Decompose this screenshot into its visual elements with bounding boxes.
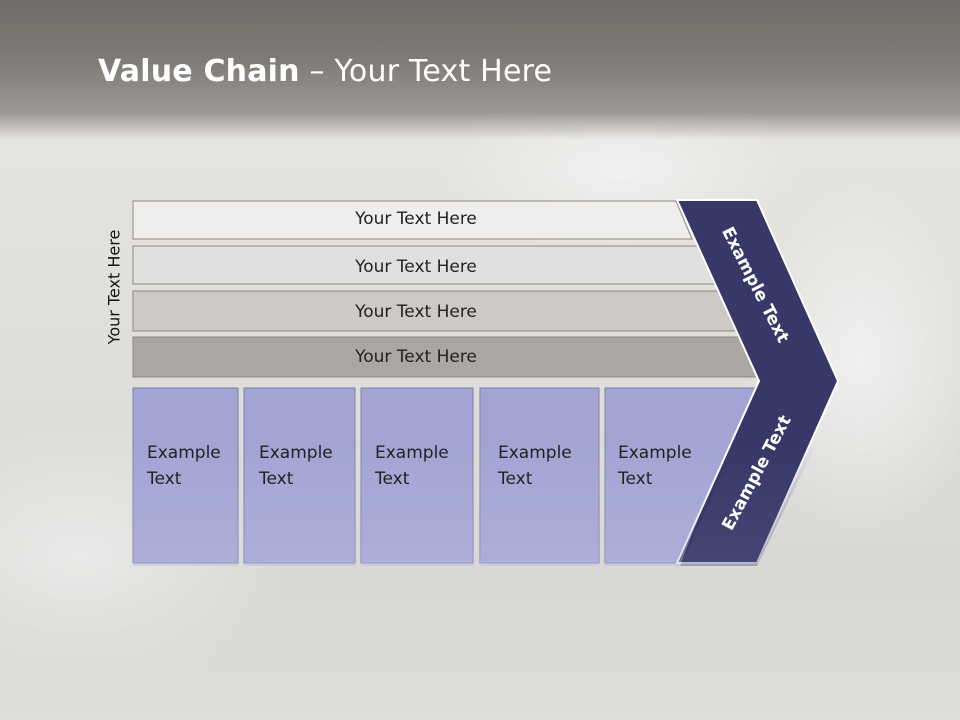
title-rest: – Your Text Here xyxy=(299,54,553,89)
reflection-column-4 xyxy=(480,436,599,566)
floor-reflection xyxy=(133,436,820,566)
reflection-column-3 xyxy=(361,436,473,566)
reflection-column-5 xyxy=(605,436,730,566)
column-5-line2: Text xyxy=(618,469,653,489)
slide-title: Value Chain – Your Text Here xyxy=(98,54,552,89)
bar-1-label: Your Text Here xyxy=(355,209,477,229)
column-1-line1: Example xyxy=(147,443,221,463)
reflection-chevron xyxy=(680,436,820,566)
reflection-column-2 xyxy=(244,436,355,566)
bar-2-label: Your Text Here xyxy=(355,257,477,277)
column-1-label: Example Text xyxy=(147,440,221,492)
column-4-line2: Text xyxy=(498,469,533,489)
title-band xyxy=(0,0,960,140)
column-1-line2: Text xyxy=(147,469,182,489)
column-2 xyxy=(243,387,356,564)
column-2-label: Example Text xyxy=(259,440,333,492)
bar-1 xyxy=(132,200,693,240)
column-4-line1: Example xyxy=(498,443,572,463)
column-1 xyxy=(132,387,239,564)
reflection-fade xyxy=(0,560,960,720)
title-bold: Value Chain xyxy=(98,54,300,89)
reflection-column-1 xyxy=(133,436,238,566)
column-3 xyxy=(360,387,474,564)
column-3-label: Example Text xyxy=(375,440,449,492)
column-3-line1: Example xyxy=(375,443,449,463)
bar-3-label: Your Text Here xyxy=(355,302,477,322)
column-4-label: Example Text xyxy=(498,440,572,492)
column-2-line1: Example xyxy=(259,443,333,463)
bar-4-label: Your Text Here xyxy=(355,347,477,367)
column-2-line2: Text xyxy=(259,469,294,489)
column-3-line2: Text xyxy=(375,469,410,489)
column-5-label: Example Text xyxy=(618,440,692,492)
column-5-line1: Example xyxy=(618,443,692,463)
